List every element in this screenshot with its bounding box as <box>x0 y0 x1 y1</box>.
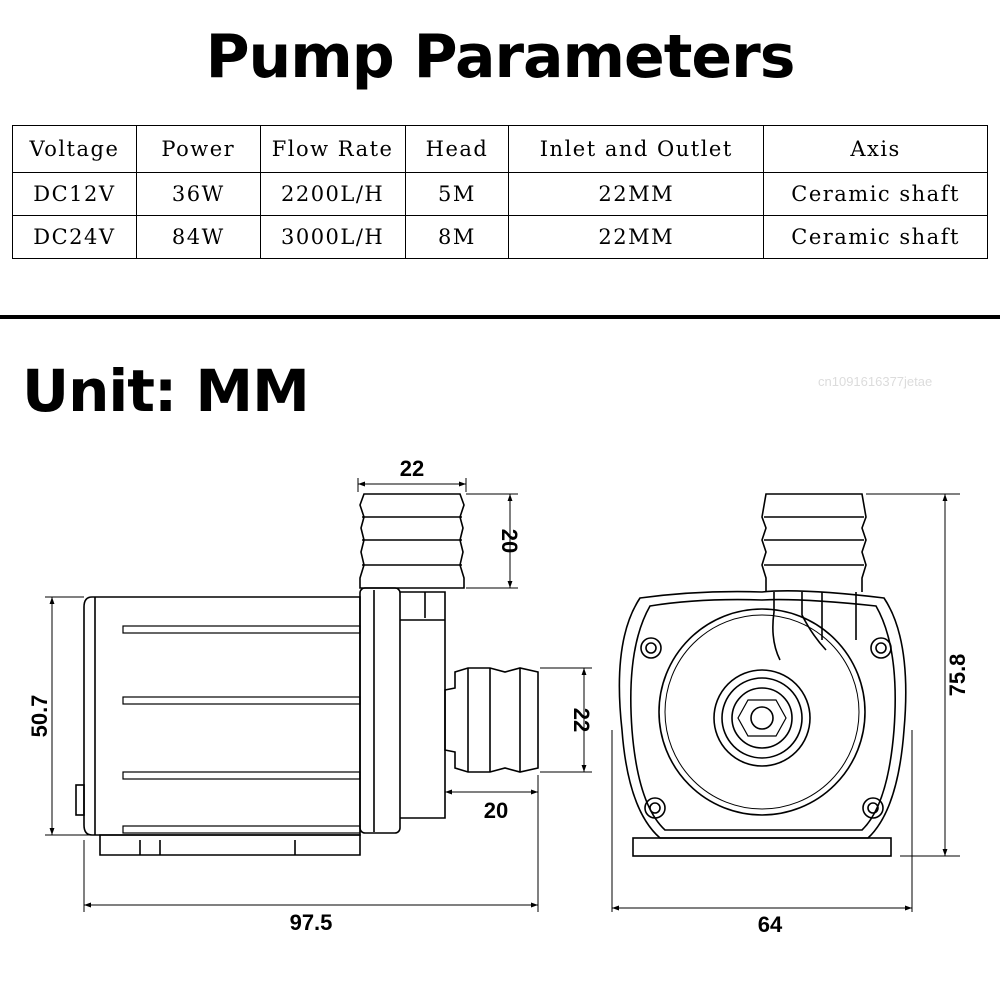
dim-total-height: 75.8 <box>945 654 970 697</box>
dim-total-length: 97.5 <box>290 910 333 935</box>
cell-head: 8M <box>404 215 510 259</box>
table-row: DC24V 84W 3000L/H 8M 22MM Ceramic shaft <box>12 215 988 259</box>
header-head: Head <box>404 125 510 173</box>
pump-head-plate <box>359 587 401 834</box>
switch-nub <box>75 784 85 816</box>
dim-inlet-length: 20 <box>484 798 508 823</box>
dim-body-height: 50.7 <box>27 695 52 738</box>
dim-inlet-diameter: 22 <box>569 708 594 732</box>
watermark: cn1091616377jetae <box>818 374 933 389</box>
cell-voltage: DC24V <box>12 215 137 259</box>
cell-inlet-outlet: 22MM <box>508 215 765 259</box>
cell-inlet-outlet: 22MM <box>508 172 765 216</box>
cell-head: 5M <box>404 172 510 216</box>
cell-axis: Ceramic shaft <box>763 215 988 259</box>
cell-axis: Ceramic shaft <box>763 172 988 216</box>
dim-outlet-width: 22 <box>400 456 424 481</box>
page-title: Pump Parameters <box>205 22 796 92</box>
inlet-barb <box>444 667 539 773</box>
unit-label: Unit: MM <box>22 357 310 425</box>
side-view <box>75 493 539 856</box>
front-base-plate <box>632 837 892 857</box>
section-divider <box>0 315 1000 319</box>
front-dimensions <box>611 493 960 912</box>
cell-flow-rate: 3000L/H <box>259 215 406 259</box>
cell-voltage: DC12V <box>12 172 137 216</box>
header-flow-rate: Flow Rate <box>259 125 406 173</box>
volute-housing <box>400 591 446 819</box>
outlet-barb <box>359 493 465 589</box>
dim-front-width: 64 <box>758 912 783 937</box>
header-axis: Axis <box>763 125 988 173</box>
base-plate <box>99 834 361 856</box>
cell-flow-rate: 2200L/H <box>259 172 406 216</box>
cell-power: 36W <box>135 172 261 216</box>
table-header-row: Voltage Power Flow Rate Head Inlet and O… <box>12 125 988 173</box>
cell-power: 84W <box>135 215 261 259</box>
corner-screws <box>640 637 892 819</box>
front-housing <box>618 590 907 839</box>
table-row: DC12V 36W 2200L/H 5M 22MM Ceramic shaft <box>12 172 988 216</box>
body-fins <box>122 625 361 834</box>
front-view <box>618 493 907 857</box>
parameters-table: Voltage Power Flow Rate Head Inlet and O… <box>12 125 988 259</box>
inlet-rings <box>713 669 811 767</box>
front-outlet-barb <box>761 493 867 661</box>
dim-outlet-height: 20 <box>497 529 522 553</box>
header-inlet-outlet: Inlet and Outlet <box>508 125 765 173</box>
side-dimensions <box>45 478 592 912</box>
header-voltage: Voltage <box>12 125 137 173</box>
impeller-cover <box>658 608 866 816</box>
